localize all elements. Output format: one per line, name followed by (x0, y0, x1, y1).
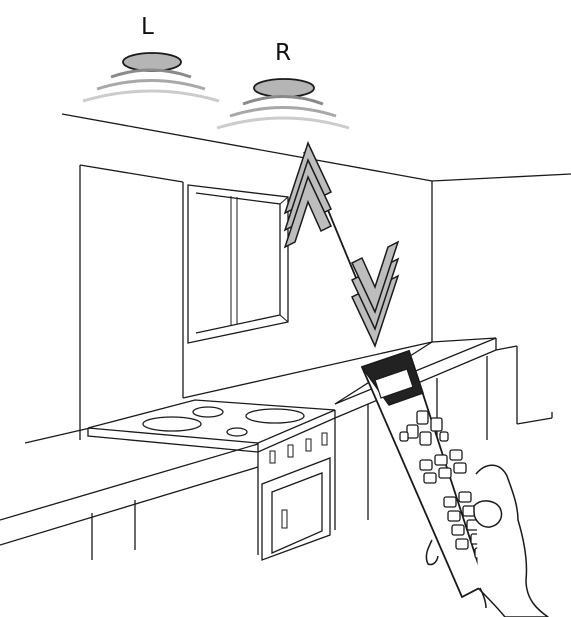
window (188, 185, 288, 343)
ir-signal-arrow (285, 143, 398, 346)
left-speaker (83, 53, 219, 101)
right-speaker (217, 79, 349, 128)
room-outline (62, 114, 571, 342)
stove (88, 400, 335, 560)
wall-cabinet (80, 165, 183, 440)
